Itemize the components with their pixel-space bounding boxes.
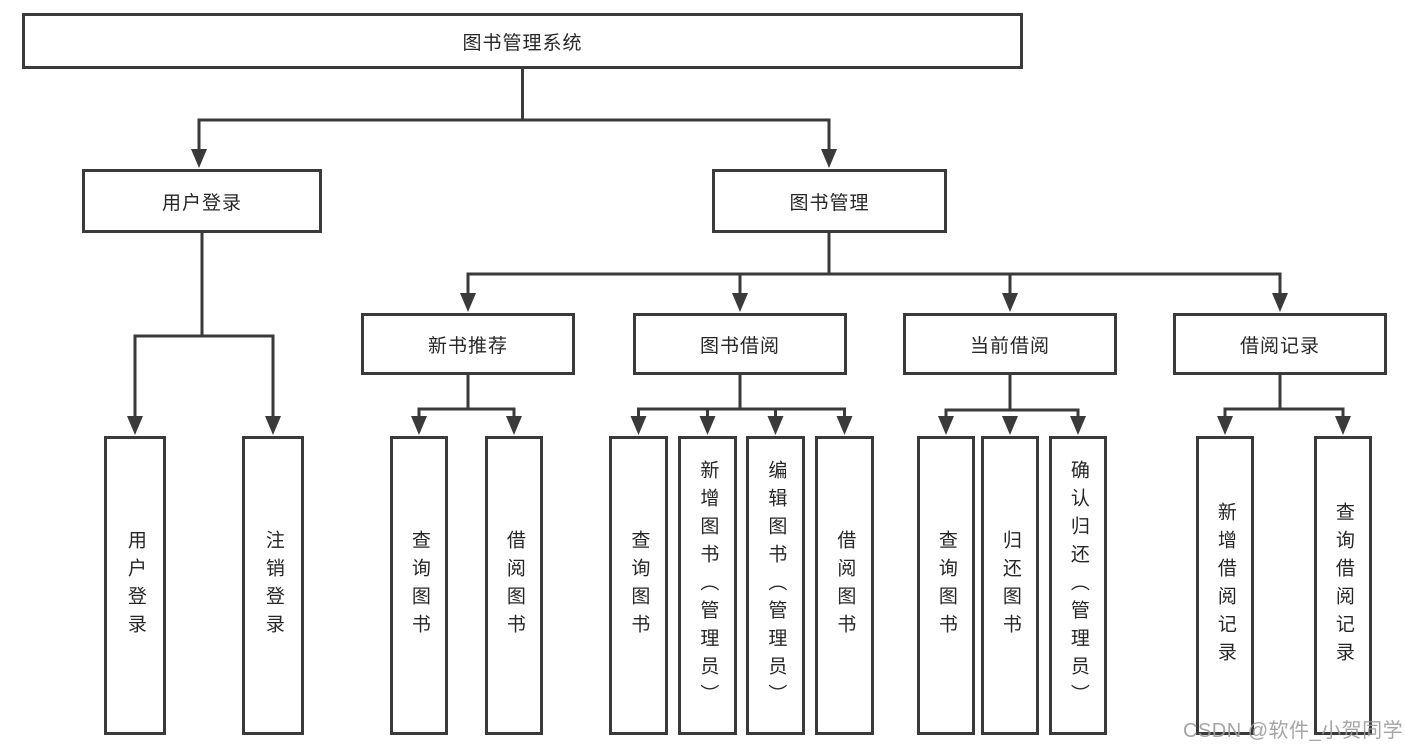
node-borrowing-records: 借阅记录: [1173, 313, 1387, 375]
node-label: 注销登录: [262, 529, 284, 642]
node-label: 查询借阅记录: [1332, 501, 1354, 670]
arrow-down-icon: [265, 416, 281, 435]
node-label: 查询图书: [935, 529, 957, 642]
node-label: 当前借阅: [969, 335, 1050, 357]
node-label: 新增借阅记录: [1214, 501, 1236, 670]
node-label: 用户登录: [124, 529, 146, 642]
arrow-down-icon: [191, 149, 207, 168]
leaf-add-borrow-record: 新增借阅记录: [1196, 436, 1254, 735]
node-book-borrowing: 图书借阅: [633, 313, 847, 375]
node-label: 借阅图书: [834, 529, 856, 642]
node-user-login: 用户登录: [82, 169, 322, 233]
leaf-borrow-books: 借阅图书: [815, 436, 874, 735]
node-label: 归还图书: [999, 529, 1021, 642]
arrow-down-icon: [127, 416, 143, 435]
connector: [637, 373, 846, 419]
connector: [417, 373, 516, 419]
node-label: 图书管理: [789, 192, 870, 214]
leaf-query-books-current: 查询图书: [917, 436, 975, 735]
arrow-down-icon: [836, 416, 853, 435]
arrow-down-icon: [1335, 416, 1351, 435]
leaf-add-book-admin: 新增图书（管理员）: [678, 436, 737, 735]
leaf-borrow-books-newbook: 借阅图书: [485, 436, 543, 735]
node-label: 编辑图书（管理员）: [765, 459, 787, 712]
arrow-down-icon: [767, 416, 784, 435]
node-label: 查询图书: [628, 529, 650, 642]
node-library-system: 图书管理系统: [22, 13, 1023, 69]
leaf-query-books-borrow: 查询图书: [609, 436, 668, 735]
leaf-confirm-return-admin: 确认归还（管理员）: [1049, 436, 1107, 735]
arrow-down-icon: [506, 416, 522, 435]
node-label: 确认归还（管理员）: [1067, 459, 1089, 712]
arrow-down-icon: [1070, 416, 1086, 435]
leaf-edit-book-admin: 编辑图书（管理员）: [746, 436, 805, 735]
arrow-down-icon: [699, 416, 716, 435]
connector: [1223, 373, 1345, 419]
node-label: 图书借阅: [699, 335, 780, 357]
connector: [944, 373, 1080, 419]
watermark: CSDN @软件_小贺同学: [1183, 720, 1404, 742]
arrow-down-icon: [630, 416, 647, 435]
leaf-user-login: 用户登录: [104, 436, 166, 735]
node-label: 查询图书: [408, 529, 430, 642]
node-book-management: 图书管理: [712, 169, 947, 233]
leaf-logout: 注销登录: [242, 436, 304, 735]
node-label: 借阅记录: [1239, 335, 1320, 357]
arrow-down-icon: [821, 149, 837, 168]
arrow-down-icon: [1002, 416, 1018, 435]
connector: [197, 67, 831, 152]
arrow-down-icon: [411, 416, 427, 435]
connector: [466, 231, 1282, 296]
leaf-query-borrow-record: 查询借阅记录: [1314, 436, 1372, 735]
arrow-down-icon: [1002, 293, 1018, 312]
connector: [133, 231, 275, 419]
node-current-borrowing: 当前借阅: [903, 313, 1117, 375]
node-new-book-recommend: 新书推荐: [361, 313, 575, 375]
arrow-down-icon: [938, 416, 954, 435]
node-label: 图书管理系统: [462, 32, 583, 54]
arrow-down-icon: [732, 293, 748, 312]
node-label: 借阅图书: [503, 529, 525, 642]
arrow-down-icon: [460, 293, 476, 312]
arrow-down-icon: [1217, 416, 1233, 435]
node-label: 用户登录: [161, 192, 242, 214]
arrow-down-icon: [1272, 293, 1288, 312]
node-label: 新增图书（管理员）: [697, 459, 719, 712]
node-label: 新书推荐: [427, 335, 508, 357]
leaf-return-books: 归还图书: [981, 436, 1039, 735]
leaf-query-books-newbook: 查询图书: [390, 436, 448, 735]
